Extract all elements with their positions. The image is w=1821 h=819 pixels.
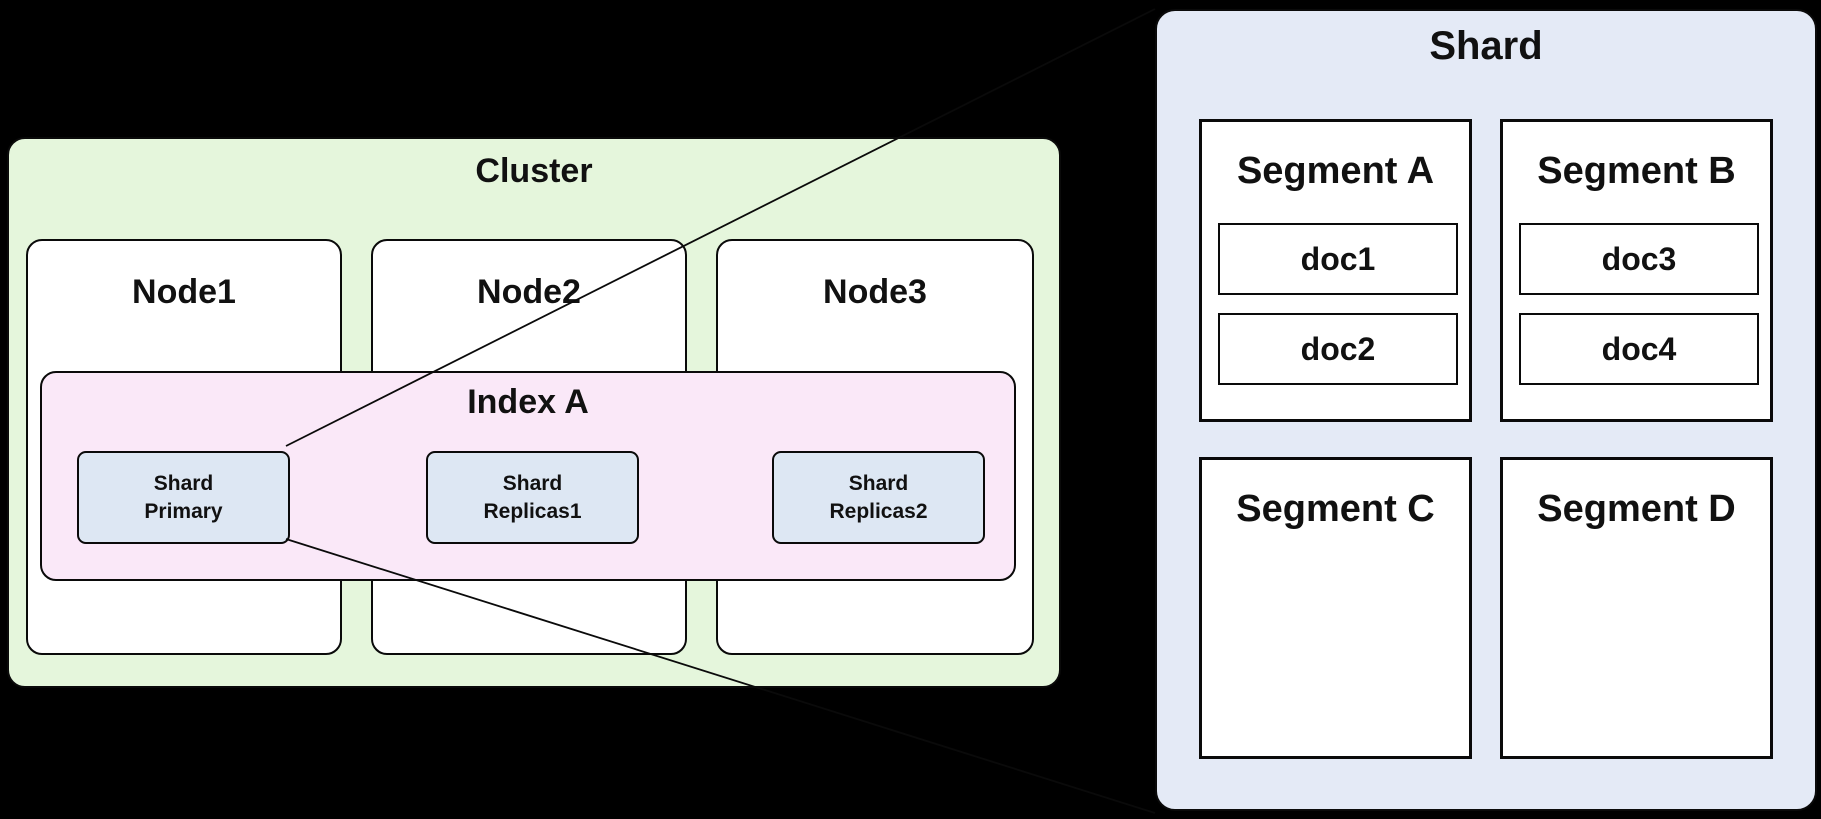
- node2-label: Node2: [477, 273, 581, 311]
- index-a-box: Index A Shard Primary Shard Replicas1 Sh…: [40, 371, 1016, 581]
- shard-primary-box: Shard Primary: [77, 451, 290, 544]
- shard-detail-panel: Shard Segment A doc1 doc2 Segment B doc3…: [1155, 9, 1817, 811]
- cluster-label: Cluster: [475, 152, 593, 190]
- node1-label: Node1: [132, 273, 236, 311]
- shard-primary-label: Shard Primary: [144, 471, 223, 523]
- segment-c-label: Segment C: [1236, 488, 1435, 530]
- doc1-box: doc1: [1218, 223, 1458, 295]
- segment-b-label: Segment B: [1537, 150, 1736, 192]
- index-a-label: Index A: [467, 383, 589, 421]
- doc3-box: doc3: [1519, 223, 1759, 295]
- shard-replicas2-box: Shard Replicas2: [772, 451, 985, 544]
- segment-a-box: Segment A doc1 doc2: [1199, 119, 1472, 422]
- shard-replicas1-box: Shard Replicas1: [426, 451, 639, 544]
- shard-panel-title: Shard: [1429, 24, 1543, 68]
- segment-d-label: Segment D: [1537, 488, 1736, 530]
- node3-label: Node3: [823, 273, 927, 311]
- segment-a-label: Segment A: [1236, 150, 1435, 192]
- segment-b-box: Segment B doc3 doc4: [1500, 119, 1773, 422]
- segment-c-box: Segment C: [1199, 457, 1472, 759]
- doc2-box: doc2: [1218, 313, 1458, 385]
- shard-replicas2-label: Shard Replicas2: [829, 471, 928, 523]
- shard-replicas1-label: Shard Replicas1: [483, 471, 582, 523]
- cluster-box: Cluster Node1 Node2 Node3 Index A Shard …: [7, 137, 1061, 688]
- doc4-box: doc4: [1519, 313, 1759, 385]
- segment-d-box: Segment D: [1500, 457, 1773, 759]
